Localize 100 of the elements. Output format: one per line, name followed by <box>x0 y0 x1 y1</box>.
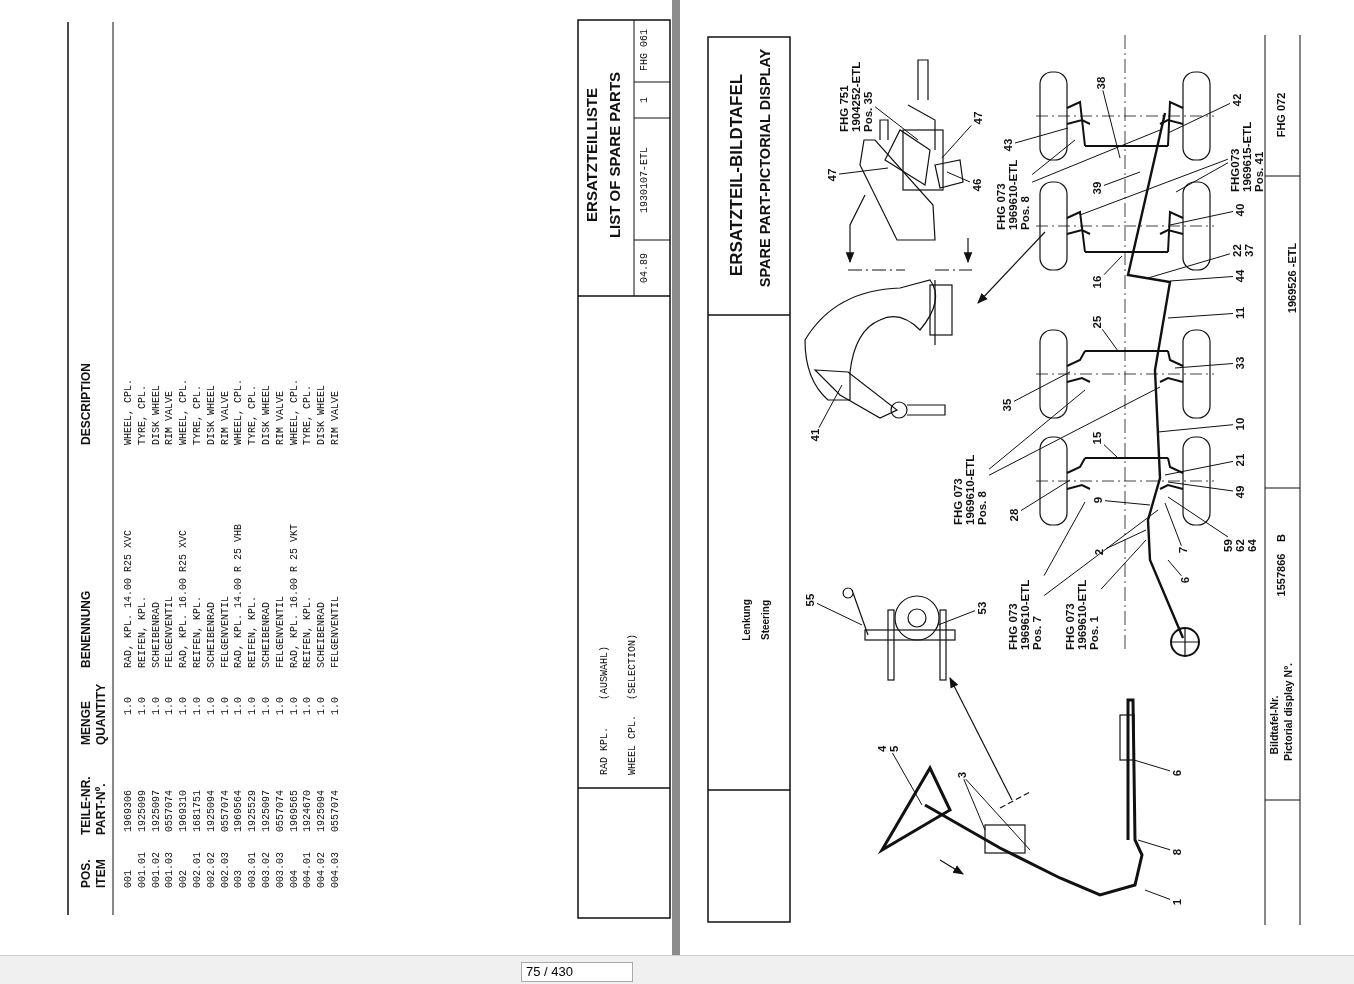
column-header: POS. <box>80 859 93 888</box>
callout-number: 59 62 64 <box>1221 538 1259 552</box>
callout-number: 46 <box>970 178 984 192</box>
plate-number-caption: Pictorial display Nº. <box>1283 663 1295 761</box>
leader-line <box>892 752 923 806</box>
leader-line <box>1174 363 1234 369</box>
leader-line <box>1167 559 1182 577</box>
callout-number: 2 <box>1092 548 1106 556</box>
leader-line <box>1103 255 1123 276</box>
leader-line <box>1020 479 1071 512</box>
part-description: TYRE, CPL. <box>248 385 259 445</box>
part-name: SCHEIBENRAD <box>206 602 218 668</box>
leader-line <box>941 124 972 159</box>
callout-number: 53 <box>975 601 989 615</box>
callout-number: 25 <box>1090 315 1104 329</box>
leader-line <box>1169 211 1234 226</box>
leader-line <box>1103 444 1119 459</box>
part-number: 1925097 <box>151 790 163 832</box>
part-name: RAD, KPL. 14.00 R 25 VHB <box>234 523 245 668</box>
position-number: 004.02 <box>317 852 328 888</box>
position-number: 002.03 <box>220 852 232 888</box>
leader-line <box>1169 276 1234 282</box>
part-number: 1925094 <box>317 790 328 832</box>
steering-valve-drawing <box>859 59 964 241</box>
leader-line <box>963 778 986 831</box>
sheet-number: 1 <box>639 97 651 103</box>
quantity: 1.0 <box>179 697 190 715</box>
leader-line <box>1164 502 1182 547</box>
part-number: 0557074 <box>165 790 176 832</box>
part-description: WHEEL, CPL. <box>179 379 190 445</box>
column-header: DESCRIPTION <box>80 363 93 445</box>
callout-number: 43 <box>1001 138 1015 152</box>
part-number: 1925099 <box>137 790 149 832</box>
quantity: 1.0 <box>303 697 314 715</box>
reference-note: FHG 073 1969610-ETL Pos. 8 <box>951 445 989 525</box>
position-number: 003 <box>234 870 245 888</box>
assembly-name: RAD KPL. <box>600 727 611 775</box>
leader-line <box>1043 509 1159 597</box>
callout-number: 16 <box>1090 275 1104 289</box>
list-title: LIST OF SPARE PARTS <box>607 71 623 239</box>
plate-number: 1557866 <box>1276 553 1288 597</box>
callout-number: 10 <box>1233 417 1247 431</box>
part-number: 1969564 <box>234 790 245 832</box>
leader-line <box>1031 129 1161 183</box>
callout-number: 9 <box>1091 496 1105 504</box>
position-number: 003.03 <box>275 852 287 888</box>
sheet-date: 04.89 <box>639 253 651 283</box>
part-description: WHEEL, CPL. <box>124 379 135 445</box>
position-number: 003.02 <box>262 852 273 888</box>
leader-line <box>1157 424 1234 433</box>
callout-number: 40 <box>1233 203 1247 217</box>
leader-line <box>1164 460 1234 476</box>
leader-line <box>1101 328 1119 352</box>
page-number-field: 75 / 430 <box>521 962 633 982</box>
part-description: TYRE, CPL. <box>303 385 314 445</box>
part-number: 1925097 <box>262 790 273 832</box>
position-number: 004.03 <box>331 852 342 888</box>
plate-number: 1969526 -ETL <box>1287 242 1299 314</box>
column-header: BENENNUNG <box>80 590 93 668</box>
part-name: RAD, KPL. 14.00 R25 XVC <box>124 529 135 668</box>
quantity: 1.0 <box>124 697 135 715</box>
position-number: 002 <box>179 870 190 888</box>
leader-line <box>946 171 971 183</box>
leader-line <box>1147 253 1231 279</box>
part-name: SCHEIBENRAD <box>151 602 163 668</box>
part-description: DISK WHEEL <box>206 385 218 445</box>
callout-number: 21 <box>1233 453 1247 467</box>
plate-number-caption: Bildtafel-Nr. <box>1269 695 1281 755</box>
part-number: 0557074 <box>220 790 232 832</box>
quantity: 1.0 <box>331 697 342 715</box>
leader-line <box>1167 496 1229 538</box>
part-description: RIM VALVE <box>331 391 342 445</box>
reference-note: FHG 751 1904252-ETL Pos. 35 <box>837 52 875 132</box>
leader-line <box>988 386 1161 476</box>
leader-line <box>1103 171 1141 186</box>
position-number: 004.01 <box>303 852 314 888</box>
position-number: 003.01 <box>248 852 259 888</box>
reference-note: FHG 073 1969610-ETL Pos. 7 <box>1006 570 1044 650</box>
steering-column-drawing <box>877 698 1144 897</box>
callout-number: 47 <box>971 111 985 125</box>
quantity: 1.0 <box>262 697 273 715</box>
part-name: FELGENVENTIL <box>165 596 176 668</box>
position-number: 001.03 <box>165 852 176 888</box>
quantity: 1.0 <box>151 697 163 715</box>
plate-subject: Lenkung <box>741 599 753 641</box>
callout-number: 11 <box>1233 306 1247 320</box>
part-number: 1969565 <box>289 790 301 832</box>
callout-number: 55 <box>803 593 817 607</box>
column-header: ITEM <box>95 859 108 888</box>
plate-title: ERSATZTEIL-BILDTAFEL <box>728 73 746 277</box>
quantity: 1.0 <box>275 697 287 715</box>
part-name: SCHEIBENRAD <box>262 602 273 668</box>
quantity: 1.0 <box>289 697 301 715</box>
part-number: 1681751 <box>193 790 204 832</box>
quantity: 1.0 <box>206 697 218 715</box>
part-name: REIFEN, KPL. <box>303 596 314 668</box>
leader-line <box>1100 539 1147 590</box>
arrow <box>977 231 1046 304</box>
callout-number: 41 <box>808 428 822 442</box>
part-description: DISK WHEEL <box>262 385 273 445</box>
